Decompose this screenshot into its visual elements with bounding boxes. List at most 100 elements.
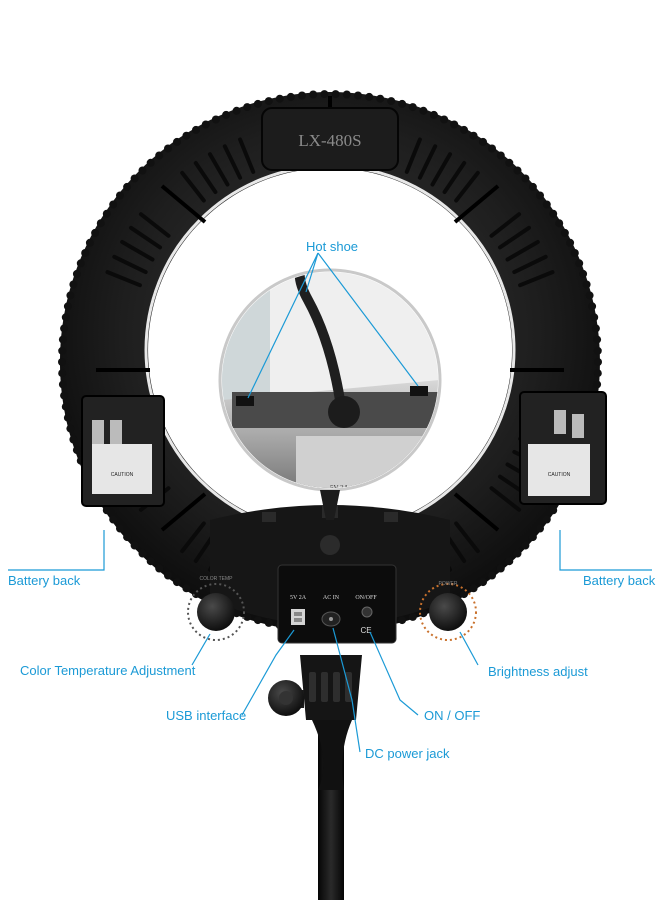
light-stand — [300, 655, 362, 900]
inset-usb-label: 5V 2A — [330, 484, 349, 492]
grille-slot — [454, 521, 480, 554]
rim-ridge — [286, 92, 295, 101]
rim-ridge — [521, 541, 530, 550]
rim-ridge — [585, 291, 594, 300]
panel-ac-label: AC IN — [323, 595, 340, 601]
grille-slot — [518, 270, 555, 288]
rim-ridge — [479, 137, 487, 146]
rim-ridge — [376, 94, 385, 103]
callout-dc-jack: DC power jack — [365, 746, 450, 761]
callout-battery-back-right: Battery back — [583, 573, 656, 588]
rim-ridge — [365, 92, 374, 101]
power-switch[interactable] — [361, 606, 373, 618]
rim-ridge — [354, 91, 362, 100]
rim-ridge — [72, 446, 81, 455]
grille-slot — [498, 225, 531, 250]
rim-ridge — [222, 110, 231, 119]
rim-ridge — [116, 524, 124, 533]
rim-ridge — [521, 174, 530, 183]
rim-ridge — [72, 269, 81, 278]
rim-ridge — [593, 380, 602, 389]
callout-hot-shoe: Hot shoe — [306, 239, 359, 254]
rim-ridge — [593, 369, 602, 378]
grille-slot — [512, 254, 548, 275]
rim-ridge — [201, 120, 210, 129]
grille-slot — [138, 212, 171, 238]
rim-ridge — [496, 151, 505, 160]
rim-ridge — [66, 291, 75, 300]
rim-ridge — [76, 259, 85, 268]
rim-ridge — [582, 280, 591, 289]
color-temp-knob[interactable]: COLOR TEMP — [187, 576, 245, 641]
rim-ridge — [549, 209, 558, 218]
rim-ridge — [275, 94, 284, 103]
rim-ridge — [496, 564, 505, 573]
grille-slot — [417, 144, 438, 180]
rim-ridge — [109, 200, 118, 209]
rim-ridge — [398, 616, 407, 625]
rim-ridge — [102, 506, 111, 515]
rim-ridge — [61, 313, 70, 322]
rim-ridge — [192, 125, 200, 134]
rim-ridge — [69, 435, 78, 444]
rim-ridge — [398, 99, 407, 108]
model-label: LX-480S — [298, 131, 361, 150]
rim-ridge — [243, 103, 252, 112]
rim-ridge — [450, 120, 459, 129]
rim-ridge — [555, 219, 564, 228]
rim-ridge — [575, 259, 584, 268]
rim-ridge — [513, 166, 522, 175]
rim-ridge — [342, 90, 351, 99]
rim-ridge — [588, 302, 597, 311]
tilt-lock-knob — [268, 680, 304, 716]
rim-ridge — [91, 228, 100, 237]
rim-ridge — [309, 90, 318, 99]
rim-ridge — [488, 571, 496, 580]
callout-battery-back-left: Battery back — [8, 573, 81, 588]
rim-ridge — [146, 557, 155, 566]
brightness-knob-label: POWER — [439, 581, 458, 587]
rim-ridge — [570, 249, 579, 257]
rim-ridge — [60, 391, 69, 400]
ce-mark: CE — [360, 626, 371, 635]
rim-ridge — [469, 584, 478, 593]
rim-ridge — [591, 324, 600, 333]
battery-sticker-left-heading: CAUTION — [111, 472, 134, 478]
rim-ridge — [419, 106, 428, 115]
rim-ridge — [66, 424, 75, 433]
rim-ridge — [58, 369, 67, 378]
rim-ridge — [109, 515, 118, 524]
panel-usb-label: 5V 2A — [290, 595, 307, 601]
rim-ridge — [58, 380, 67, 389]
rim-ridge — [123, 182, 132, 191]
rim-ridge — [123, 533, 132, 542]
battery-sticker-right-heading: CAUTION — [548, 472, 571, 478]
rim-ridge — [81, 249, 90, 257]
rim-ridge — [96, 219, 105, 228]
rim-ridge — [320, 90, 329, 99]
rim-ridge — [253, 616, 262, 625]
brightness-knob[interactable]: POWER — [419, 581, 477, 641]
rim-ridge — [243, 612, 252, 621]
rim-ridge — [536, 524, 544, 533]
grille-slot — [120, 240, 155, 262]
rim-ridge — [155, 151, 164, 160]
grille-slot — [180, 521, 206, 554]
rim-ridge — [419, 609, 428, 618]
rim-ridge — [182, 131, 191, 140]
rim-ridge — [130, 174, 139, 183]
rim-ridge — [505, 557, 514, 566]
color-temp-knob-label: COLOR TEMP — [200, 576, 234, 582]
ring-light-body — [58, 90, 602, 634]
rim-ridge — [58, 335, 67, 344]
grille-slot — [222, 144, 243, 180]
rim-ridge — [211, 115, 220, 124]
rim-ridge — [560, 228, 569, 237]
grille-slot — [442, 161, 467, 194]
rim-ridge — [146, 158, 155, 167]
usb-port[interactable] — [291, 609, 305, 625]
rim-ridge — [173, 137, 181, 146]
rim-ridge — [594, 358, 602, 366]
callout-usb: USB interface — [166, 708, 247, 723]
